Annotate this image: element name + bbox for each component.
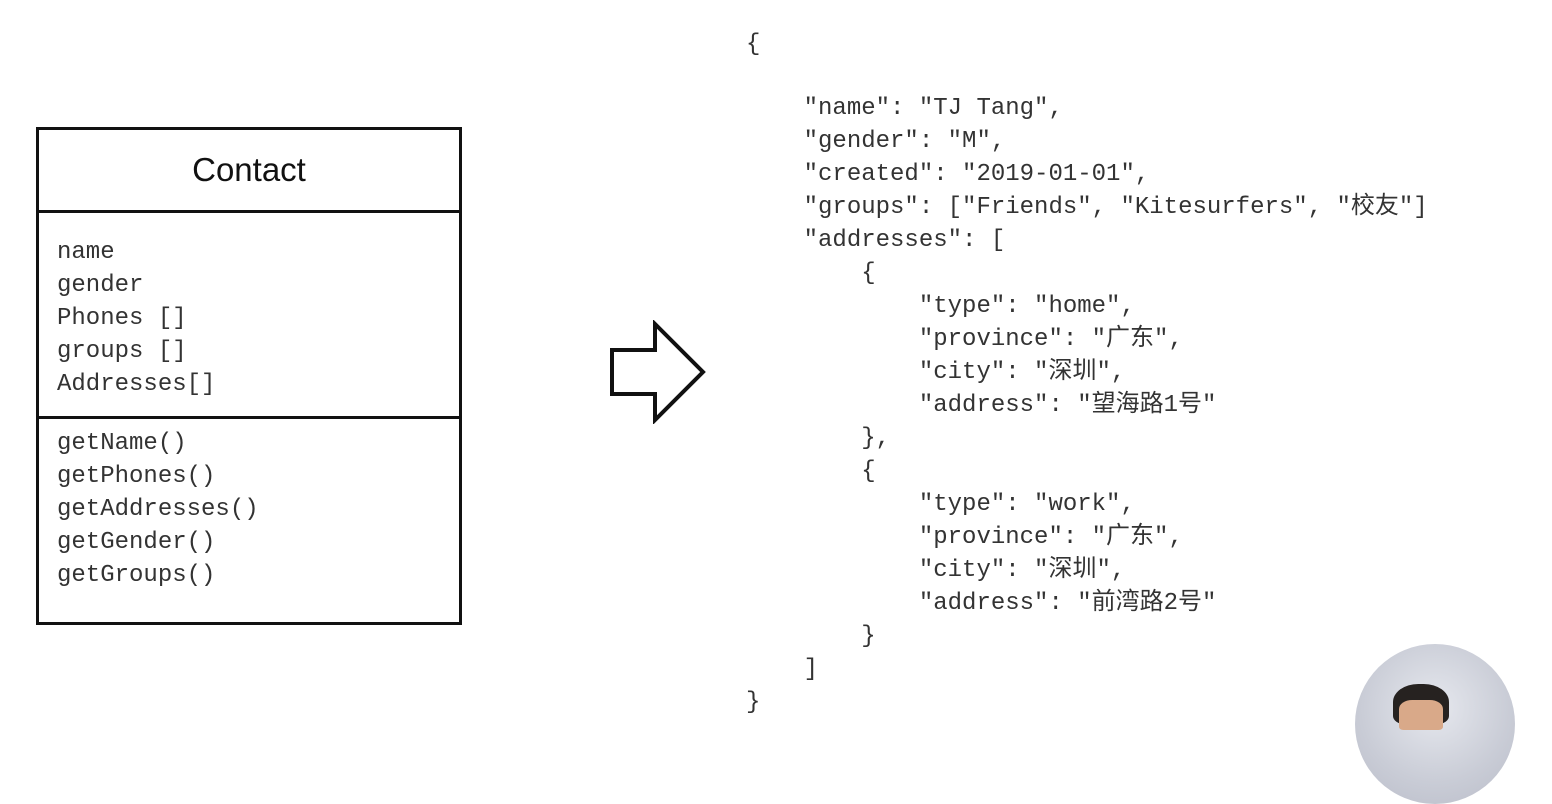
uml-attribute: groups [] bbox=[57, 338, 187, 365]
uml-attribute: Phones [] bbox=[57, 305, 187, 332]
json-line: ] bbox=[746, 656, 819, 683]
json-line: "type": "work", bbox=[746, 491, 1135, 518]
uml-attributes-section: name gender Phones [] groups [] Addresse… bbox=[39, 213, 459, 419]
right-arrow-icon bbox=[610, 320, 706, 424]
json-line: "gender": "M", bbox=[746, 128, 1006, 155]
uml-attribute: gender bbox=[57, 272, 144, 299]
json-line: "province": "广东", bbox=[746, 326, 1183, 353]
presenter-face bbox=[1399, 700, 1443, 730]
json-line: "type": "home", bbox=[746, 293, 1135, 320]
uml-class-name-section: Contact bbox=[39, 130, 459, 213]
uml-attribute: Addresses[] bbox=[57, 371, 216, 398]
json-line: "groups": ["Friends", "Kitesurfers", "校友… bbox=[746, 194, 1428, 221]
json-line: } bbox=[746, 623, 876, 650]
json-line: }, bbox=[746, 425, 891, 452]
uml-method: getGroups() bbox=[57, 562, 216, 589]
json-line: { bbox=[746, 260, 876, 287]
uml-method: getAddresses() bbox=[57, 496, 259, 523]
uml-class-title: Contact bbox=[192, 151, 306, 188]
json-line: "addresses": [ bbox=[746, 227, 1006, 254]
uml-method: getGender() bbox=[57, 529, 216, 556]
uml-method: getName() bbox=[57, 430, 187, 457]
json-line: "province": "广东", bbox=[746, 524, 1183, 551]
json-line: "address": "望海路1号" bbox=[746, 392, 1217, 419]
uml-method: getPhones() bbox=[57, 463, 216, 490]
presenter-avatar bbox=[1355, 644, 1515, 804]
json-line: "address": "前湾路2号" bbox=[746, 590, 1217, 617]
json-line: "name": "TJ Tang", bbox=[746, 95, 1063, 122]
json-line: { bbox=[746, 458, 876, 485]
uml-class-box: Contact name gender Phones [] groups [] … bbox=[36, 127, 462, 625]
json-document: { "name": "TJ Tang", "gender": "M", "cre… bbox=[746, 28, 1546, 716]
uml-attribute: name bbox=[57, 239, 115, 266]
json-line: } bbox=[746, 689, 761, 716]
json-line: { bbox=[746, 31, 761, 58]
json-line: "city": "深圳", bbox=[746, 557, 1126, 584]
json-line: "city": "深圳", bbox=[746, 359, 1126, 386]
uml-methods-section: getName() getPhones() getAddresses() get… bbox=[39, 419, 459, 592]
json-line: "created": "2019-01-01", bbox=[746, 161, 1150, 188]
